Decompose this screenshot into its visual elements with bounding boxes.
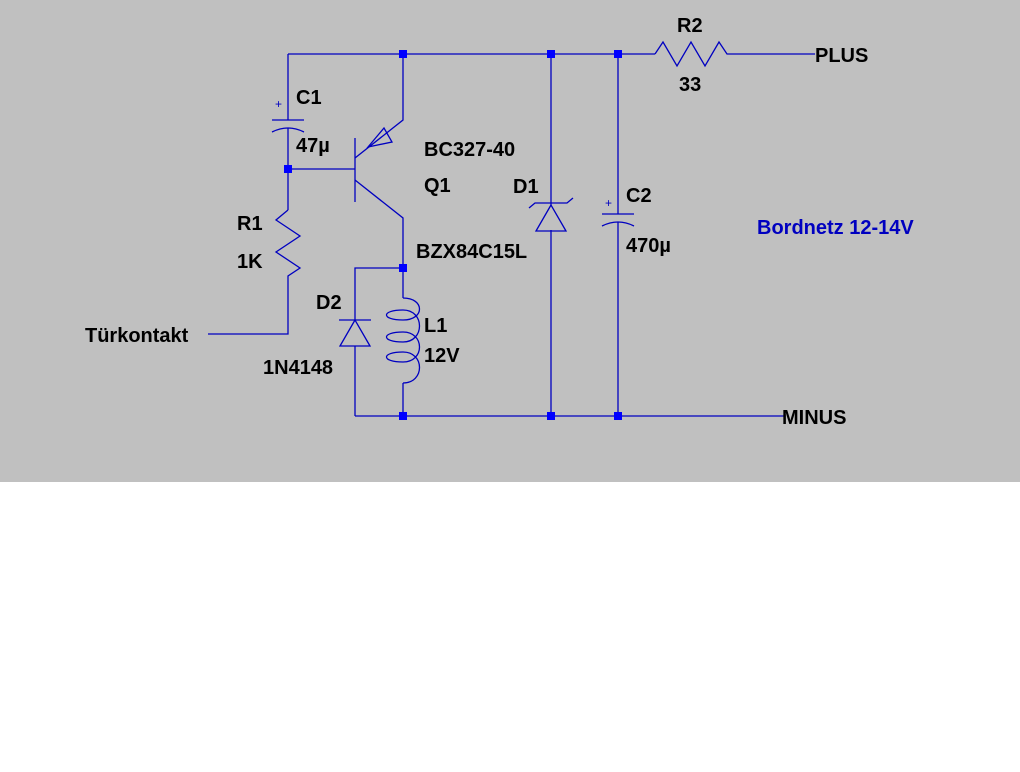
c2-ref-label: C2 — [626, 185, 652, 207]
schematic-canvas[interactable]: + + C1 47µ R1 1K BC327-40 Q1 D1 BZX84C15… — [0, 0, 1020, 482]
r2-symbol — [654, 40, 815, 68]
l1-value-label: 12V — [424, 345, 460, 367]
d2-value-label: 1N4148 — [263, 357, 333, 379]
junction-dot — [547, 412, 555, 420]
q1-emitter-arrow — [366, 126, 394, 149]
d1-triangle — [534, 203, 568, 232]
c1-value-label: 47µ — [296, 135, 330, 157]
junction-dot — [614, 412, 622, 420]
junction-dot — [399, 412, 407, 420]
c1-ref-label: C1 — [296, 87, 322, 109]
net-label-input: Türkontakt — [85, 325, 189, 347]
d2-ref-label: D2 — [316, 292, 342, 314]
c2-polarity-mark: + — [605, 196, 612, 210]
junction-dot — [284, 165, 292, 173]
d1-value-label: BZX84C15L — [416, 241, 527, 263]
junction-dot — [547, 50, 555, 58]
c1-polarity-mark: + — [275, 97, 282, 111]
junction-dot — [614, 50, 622, 58]
q1-emitter — [354, 54, 404, 159]
comment-note: Bordnetz 12-14V — [757, 217, 914, 239]
junction-dot — [399, 50, 407, 58]
c2-value-label: 470µ — [626, 235, 671, 257]
q1-ref-label: Q1 — [424, 175, 451, 197]
r2-ref-label: R2 — [677, 15, 703, 37]
q1-collector — [354, 179, 404, 268]
l1-coil — [385, 297, 420, 384]
wire-d2-top — [354, 267, 403, 320]
d2-triangle — [338, 318, 372, 347]
r1-ref-label: R1 — [237, 213, 263, 235]
r1-symbol — [208, 209, 302, 335]
r1-value-label: 1K — [237, 251, 263, 273]
d1-ref-label: D1 — [513, 176, 539, 198]
l1-ref-label: L1 — [424, 315, 447, 337]
net-label-plus: PLUS — [815, 45, 868, 67]
junction-dot — [399, 264, 407, 272]
q1-value-label: BC327-40 — [424, 139, 515, 161]
r2-value-label: 33 — [679, 74, 701, 96]
schematic-drawing: + + C1 47µ R1 1K BC327-40 Q1 D1 BZX84C15… — [85, 15, 914, 429]
d1-zener-bar — [528, 197, 574, 209]
net-label-minus: MINUS — [782, 407, 846, 429]
